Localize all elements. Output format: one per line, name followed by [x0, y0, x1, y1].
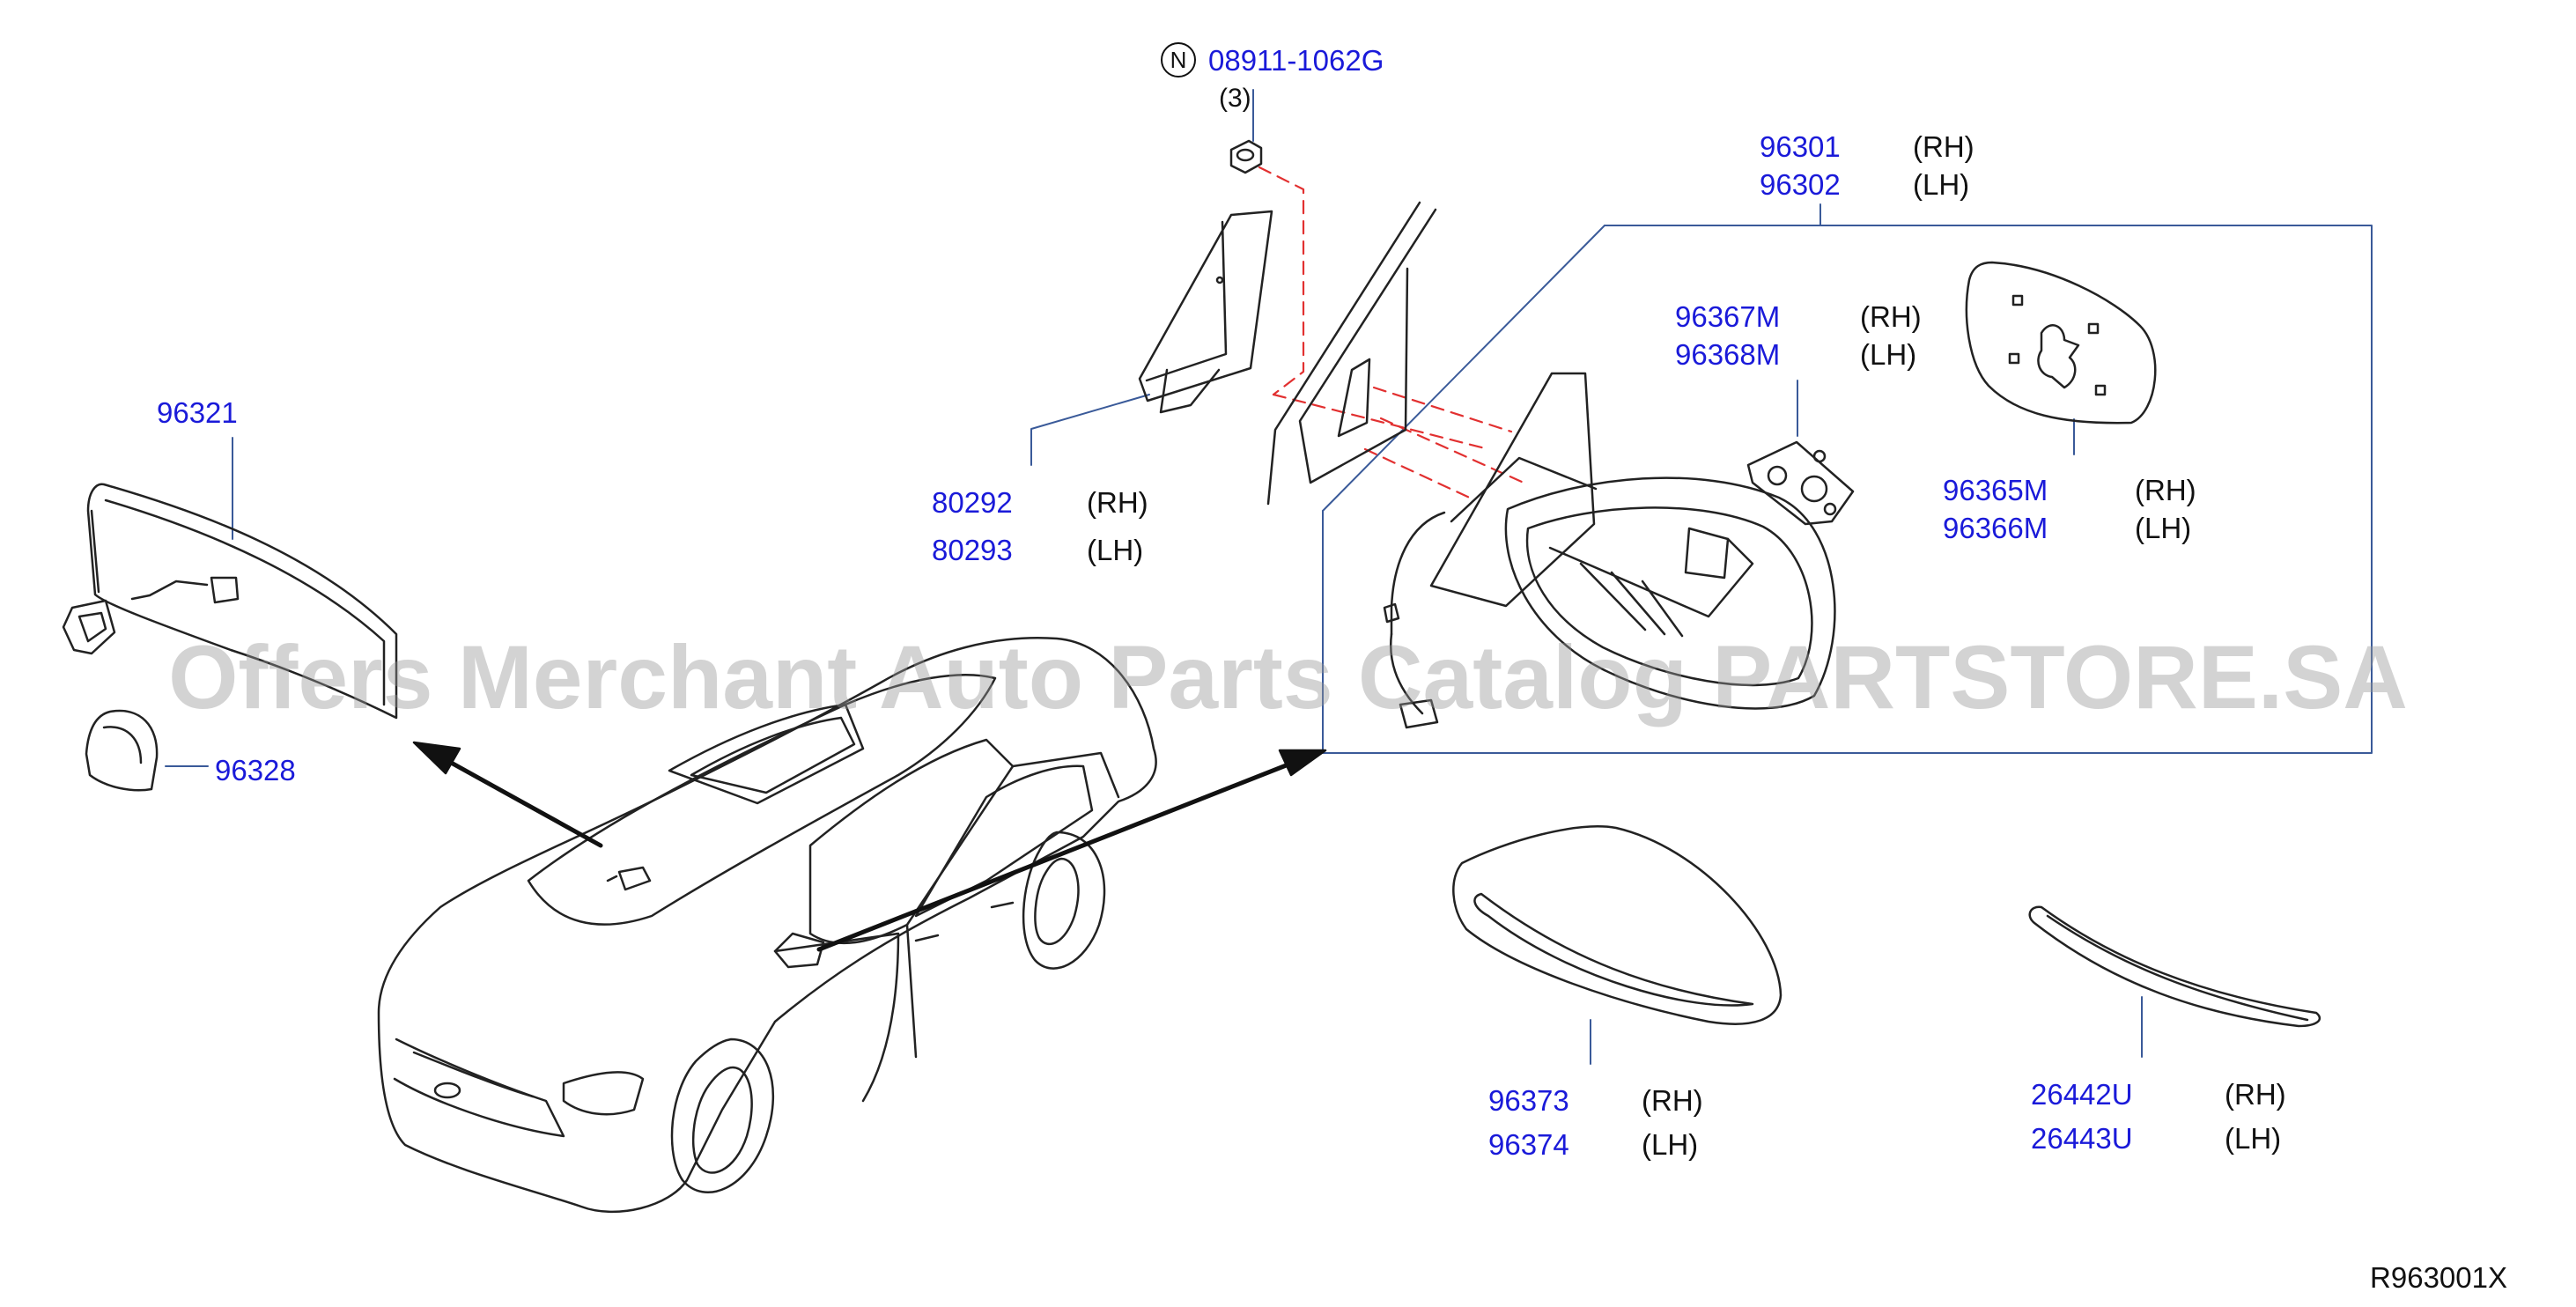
nut-quantity: (3) [1219, 84, 1251, 113]
diagram-code: R963001X [2370, 1261, 2507, 1294]
part-number-inner-mirror-cover[interactable]: 96328 [215, 754, 296, 786]
part-number-mirror-cover-rh[interactable]: 96373 [1488, 1084, 1569, 1117]
inner-mirror-icon [62, 483, 398, 720]
side-mirror-cover-lh: (LH) [1642, 1128, 1699, 1161]
pointer-arrows [412, 741, 1327, 952]
part-number-corner-finisher-rh[interactable]: 80292 [932, 486, 1013, 519]
part-number-mirror-cover-lh[interactable]: 96374 [1488, 1128, 1569, 1161]
mirror-glass-icon [1965, 261, 2157, 425]
part-number-corner-finisher-lh[interactable]: 80293 [932, 534, 1013, 566]
actuator-icon [1746, 440, 1855, 526]
side-mirror-glass-lh: (LH) [2135, 512, 2192, 544]
mirror-cover-icon [1452, 825, 1783, 1025]
part-number-inner-mirror[interactable]: 96321 [157, 396, 238, 429]
side-corner-finisher-lh: (LH) [1087, 534, 1144, 566]
side-actuator-rh: (RH) [1860, 300, 1922, 333]
part-number-mirror-glass-rh[interactable]: 96365M [1943, 474, 2048, 506]
door-sash-icon [1266, 201, 1437, 506]
mirror-housing-icon [1383, 372, 1836, 729]
part-number-actuator-rh[interactable]: 96367M [1675, 300, 1781, 333]
part-number-door-mirror-rh[interactable]: 96301 [1760, 130, 1841, 163]
inner-mirror-cover-icon [85, 709, 159, 792]
side-turn-lamp-lh: (LH) [2225, 1122, 2282, 1155]
car-icon [377, 637, 1157, 1214]
side-mirror-glass-rh: (RH) [2135, 474, 2196, 506]
side-turn-lamp-rh: (RH) [2225, 1078, 2286, 1111]
assembly-dash-lines [1258, 166, 1525, 502]
side-corner-finisher-rh: (RH) [1087, 486, 1148, 519]
part-number-mirror-glass-lh[interactable]: 96366M [1943, 512, 2048, 544]
side-door-mirror-lh: (LH) [1913, 168, 1970, 201]
turn-lamp-icon [2028, 905, 2321, 1028]
part-number-turn-lamp-lh[interactable]: 26443U [2031, 1122, 2133, 1155]
part-number-nut[interactable]: 08911-1062G [1208, 44, 1384, 77]
side-door-mirror-rh: (RH) [1913, 130, 1974, 163]
n-badge: N [1161, 42, 1196, 78]
nut-icon [1229, 139, 1263, 174]
side-actuator-lh: (LH) [1860, 338, 1917, 371]
corner-finisher-icon [1138, 210, 1273, 414]
leader-lines [165, 89, 2143, 1065]
mirror-assembly-frame-connector [1322, 225, 1605, 512]
part-number-door-mirror-lh[interactable]: 96302 [1760, 168, 1841, 201]
part-number-actuator-lh[interactable]: 96368M [1675, 338, 1781, 371]
side-mirror-cover-rh: (RH) [1642, 1084, 1703, 1117]
mirror-assembly-frame [1322, 225, 2373, 754]
part-number-turn-lamp-rh[interactable]: 26442U [2031, 1078, 2133, 1111]
